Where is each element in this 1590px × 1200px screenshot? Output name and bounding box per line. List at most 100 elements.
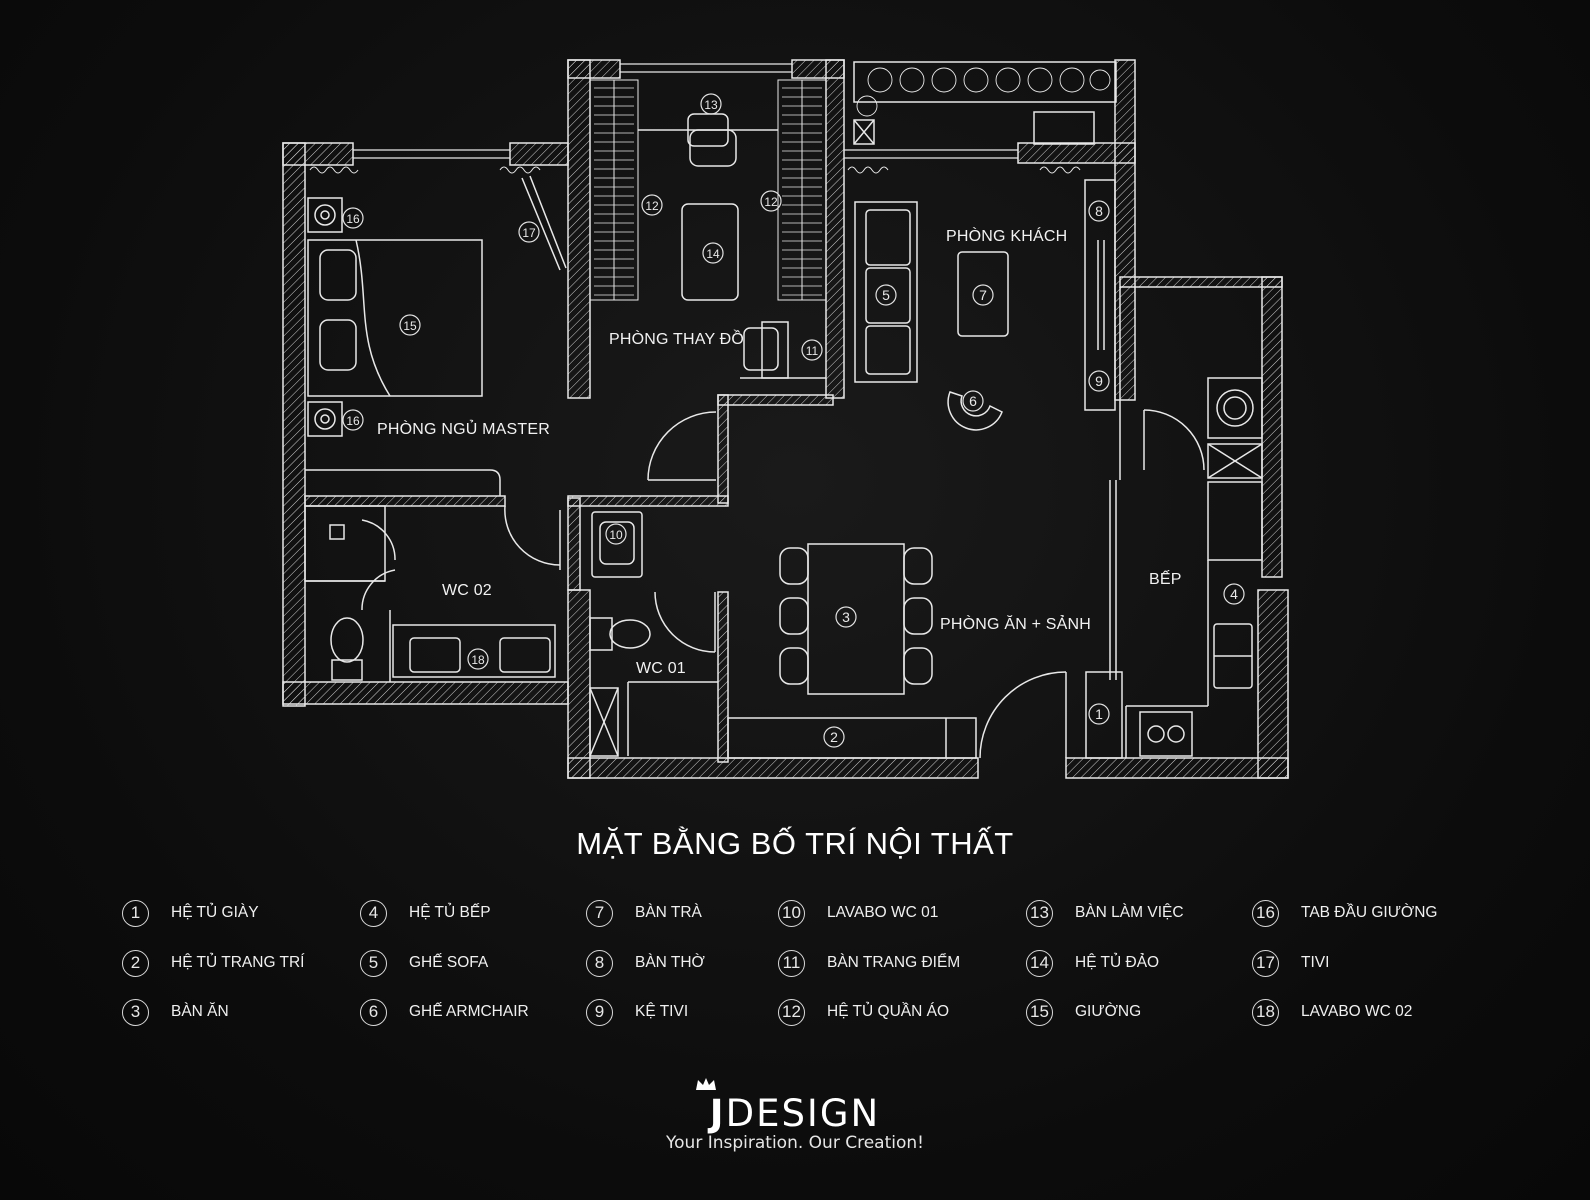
plan-marker-circle [702,242,724,264]
legend-number: 17 [1252,949,1279,977]
legend-item: 9 KỆ TIVI [586,997,688,1027]
legend-number: 11 [778,949,805,977]
dressing-door [647,411,717,481]
plan-marker-circle [1088,200,1110,222]
room-label-kitchen: BẾP [1149,571,1182,588]
legend-item: 7 BÀN TRÀ [586,898,702,928]
kitchen-fixtures [1109,287,1263,758]
wc02-fixtures [304,505,556,682]
plan-marker-circle [760,190,782,212]
plan-marker-number: 13 [704,98,718,112]
dining-table [779,543,933,695]
page-title: MẶT BẰNG BỐ TRÍ NỘI THẤT [576,826,1014,861]
plan-marker-circle [835,606,857,628]
legend-label: HỆ TỦ GIÀY [171,904,259,921]
room-label-wc02: WC 02 [442,582,492,599]
legend-item: 11 BÀN TRANG ĐIỂM [778,948,960,978]
plan-marker-number: 6 [969,393,977,409]
wardrobe-right [777,79,827,301]
plan-marker-circle [1088,370,1110,392]
legend-number: 9 [586,998,613,1026]
legend-number: 14 [1026,949,1053,977]
shoe-cabinet [1085,671,1123,759]
island-cabinet [681,203,739,301]
legend-number: 5 [360,949,387,977]
plan-marker-number: 11 [806,344,819,358]
legend-item: 8 BÀN THỜ [586,948,705,978]
plan-marker-circle [1088,703,1110,725]
legend-label: BÀN THỜ [635,954,705,971]
plan-marker-circle [972,284,994,306]
legend-number: 15 [1026,998,1053,1026]
plan-marker-number: 14 [706,247,720,261]
legend-label: GHẾ SOFA [409,954,489,971]
legend-item: 15 GIƯỜNG [1026,997,1141,1027]
legend-label: HỆ TỦ QUẦN ÁO [827,1003,950,1020]
legend-number: 3 [122,998,149,1026]
plan-marker-circle [518,221,540,243]
room-label-living-room: PHÒNG KHÁCH [946,228,1068,245]
plan-marker-circle [962,390,984,412]
brand-tagline: Your Inspiration. Our Creation! [666,1133,924,1153]
legend-label: TAB ĐẦU GIƯỜNG [1301,904,1438,921]
decor-cabinet [727,717,977,759]
balcony-planters [853,61,1117,145]
legend-number: 7 [586,899,613,927]
plan-marker-number: 12 [764,195,778,209]
crown-logo-icon [696,1078,716,1090]
legend-number: 13 [1026,899,1053,927]
room-label-wc01: WC 01 [636,660,686,677]
plan-marker-number: 12 [645,199,659,213]
legend-label: BÀN TRANG ĐIỂM [827,954,961,971]
legend-number: 1 [122,899,149,927]
plan-marker-number: 18 [471,653,485,667]
work-desk [638,113,778,167]
plan-marker-circle [823,726,845,748]
plan-marker-circle [342,207,364,229]
plan-marker-number: 1 [1095,706,1103,722]
legend-number: 18 [1252,998,1279,1026]
plan-marker-number: 16 [346,414,360,428]
legend-label: KỆ TIVI [635,1003,689,1020]
plan-marker-circle [399,314,421,336]
legend-label: GIƯỜNG [1075,1003,1142,1020]
nightstand-bottom [307,401,343,437]
plan-marker-number: 16 [346,212,360,226]
legend-item: 1 HỆ TỦ GIÀY [122,898,259,928]
bedroom-door [504,505,561,570]
windows [353,63,1018,159]
legend-number: 8 [586,949,613,977]
brand-name: DESIGN [725,1092,881,1135]
plan-marker-number: 7 [979,287,987,303]
entrance-door [979,671,1067,759]
legend-number: 6 [360,998,387,1026]
curtains [309,166,1081,174]
legend-item: 6 GHẾ ARMCHAIR [360,997,529,1027]
bedroom-tv [521,175,567,271]
plan-marker-number: 8 [1095,203,1103,219]
legend-number: 16 [1252,899,1279,927]
plan-marker-circle [875,284,897,306]
legend-label: HỆ TỦ BẾP [409,904,491,921]
legend-number: 12 [778,998,805,1026]
plan-marker-number: 17 [522,226,536,240]
brand-letter: J [709,1092,726,1135]
legend-label: BÀN TRÀ [635,904,702,921]
plan-marker-number: 4 [1230,586,1238,602]
legend-label: BÀN LÀM VIỆC [1075,904,1184,921]
plan-marker-number: 3 [842,609,850,625]
wc01-fixtures [589,511,718,757]
legend-item: 12 HỆ TỦ QUẦN ÁO [778,997,949,1027]
nightstand-top [307,197,343,233]
plan-marker-circle [1223,583,1245,605]
plan-marker-number: 2 [830,729,838,745]
altar-tv-unit [1084,179,1116,411]
plan-marker-circle [605,523,627,545]
legend-label: GHẾ ARMCHAIR [409,1003,529,1020]
legend-item: 16 TAB ĐẦU GIƯỜNG [1252,898,1437,928]
plan-marker-circle [641,194,663,216]
